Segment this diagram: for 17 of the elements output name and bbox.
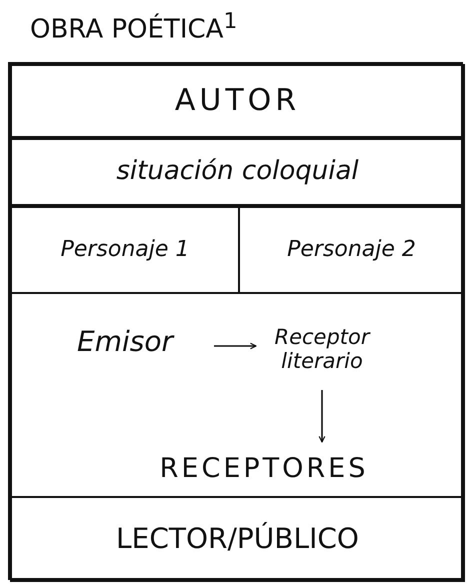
section-box <box>10 64 465 138</box>
arrow <box>318 390 326 443</box>
frame-heading: OBRA POÉTICA$^{1}$ <box>30 10 238 46</box>
section-box <box>238 206 465 294</box>
section-box <box>10 138 465 206</box>
arrow <box>214 342 257 350</box>
flow-label: Receptor literario <box>273 324 372 375</box>
section-label: LECTOR/PÚBLICO <box>115 520 360 557</box>
section-label: AUTOR <box>174 82 302 120</box>
section-label: situación coloquial <box>115 155 360 188</box>
section-box <box>10 292 465 498</box>
flow-label: Emisor <box>76 324 176 360</box>
section-box <box>10 206 240 294</box>
section-label: Personaje 1 <box>60 236 190 264</box>
section-box <box>10 496 465 582</box>
flow-label: RECEPTORES <box>158 452 370 486</box>
section-label: Personaje 2 <box>286 236 417 264</box>
